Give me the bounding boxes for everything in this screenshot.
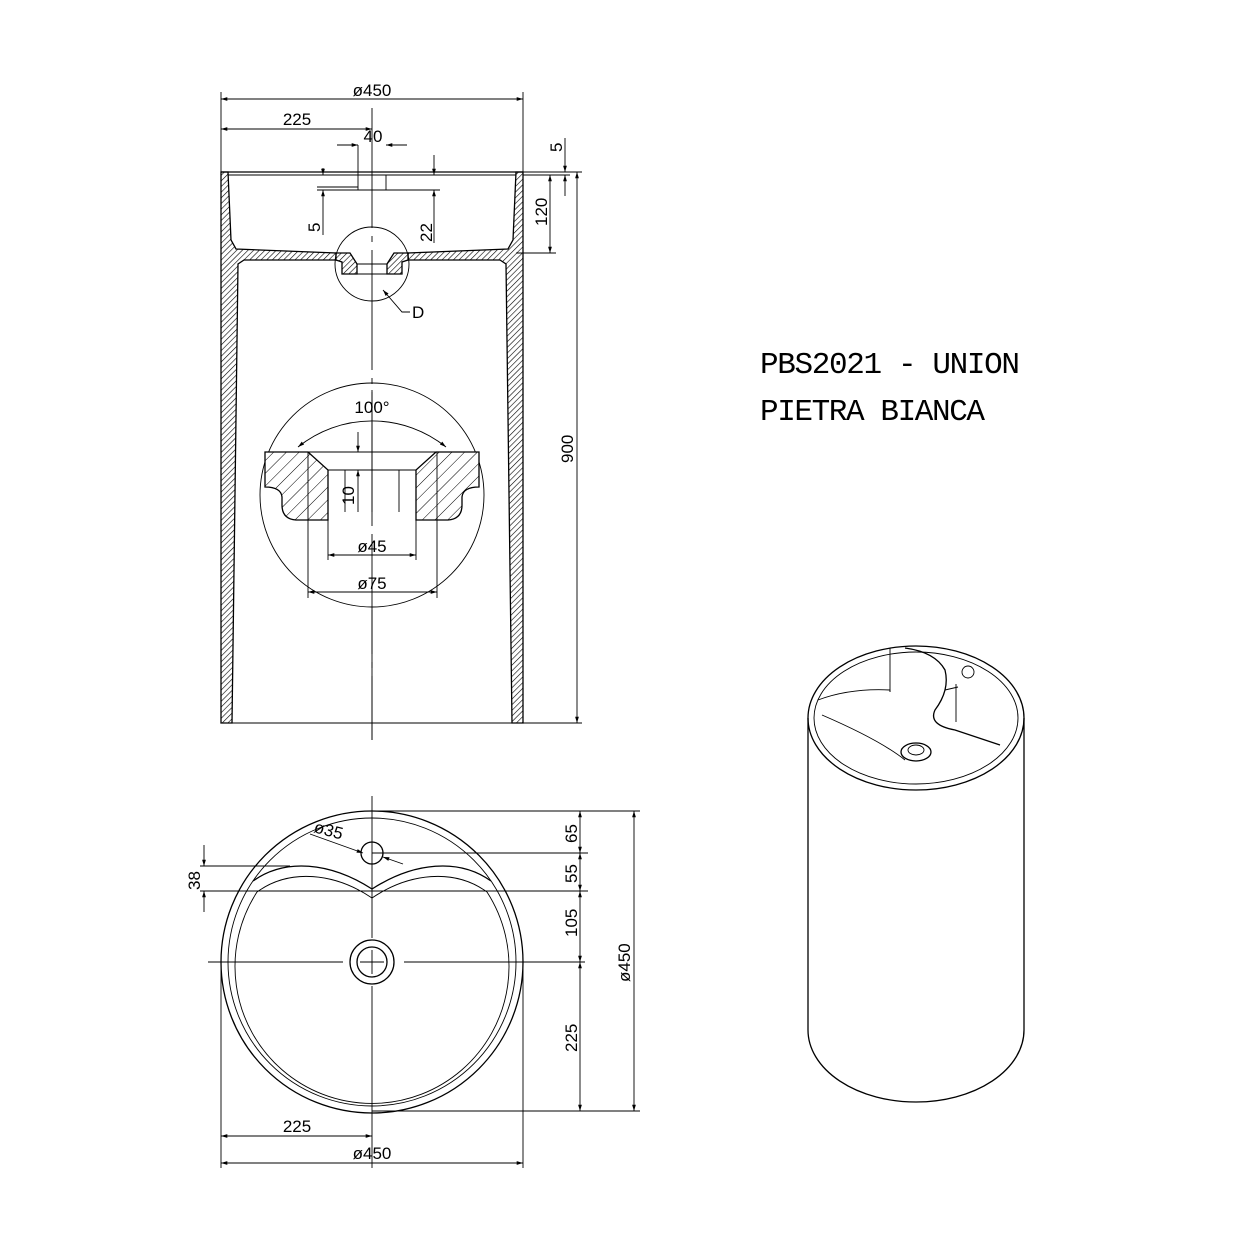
dim-diameter-horizontal: ø450 <box>353 1144 392 1163</box>
detail-chamfer-diameter: ø75 <box>357 574 386 593</box>
detail-depth: 10 <box>339 486 358 505</box>
detail-d-view: 100° 10 ø45 ø75 <box>259 382 485 740</box>
detail-d-label: D <box>412 303 424 322</box>
dim-tap-width: 40 <box>364 127 383 146</box>
drain-outer <box>349 939 395 985</box>
dim-rim-step: 5 <box>547 143 566 152</box>
dim-half-width-bottom: 225 <box>283 1117 311 1136</box>
right-wall-section <box>407 171 524 724</box>
drain-3d <box>900 742 932 762</box>
top-plan-view: 65 55 105 225 ø450 ø35 38 225 ø450 <box>185 796 640 1168</box>
drain-insert-left <box>335 252 358 275</box>
detail-hole-diameter: ø45 <box>357 537 386 556</box>
dim-tap-offset: 65 <box>562 824 581 843</box>
dim-drain-offset: 105 <box>562 909 581 937</box>
dim-overall-width: ø450 <box>353 81 392 100</box>
drain-inner <box>356 946 388 978</box>
dim-bowl-depth: 120 <box>532 198 551 226</box>
detail-d-circle <box>334 226 410 302</box>
dim-ridge-height: 38 <box>185 871 204 890</box>
detail-angle: 100° <box>354 398 389 417</box>
drain-insert-right <box>386 252 409 275</box>
detail-section-left <box>264 451 329 521</box>
perspective-view <box>807 645 1025 1103</box>
dim-ridge-offset: 55 <box>562 864 581 883</box>
side-section-view: D ø450 225 40 5 22 120 5 900 <box>220 81 582 740</box>
product-code-title: PBS2021 - UNION <box>760 348 1020 383</box>
dim-rear-radius: 225 <box>562 1024 581 1052</box>
dim-diameter-vertical: ø450 <box>615 943 634 982</box>
left-wall-section <box>220 171 337 724</box>
tap-hole-3d <box>961 665 975 679</box>
dim-tap-depth: 22 <box>417 223 436 242</box>
dim-tap-inset: 5 <box>305 223 324 232</box>
material-title: PIETRA BIANCA <box>760 395 985 430</box>
dim-half-width: 225 <box>283 110 311 129</box>
detail-section-right <box>415 451 480 521</box>
dim-height: 900 <box>558 435 577 463</box>
